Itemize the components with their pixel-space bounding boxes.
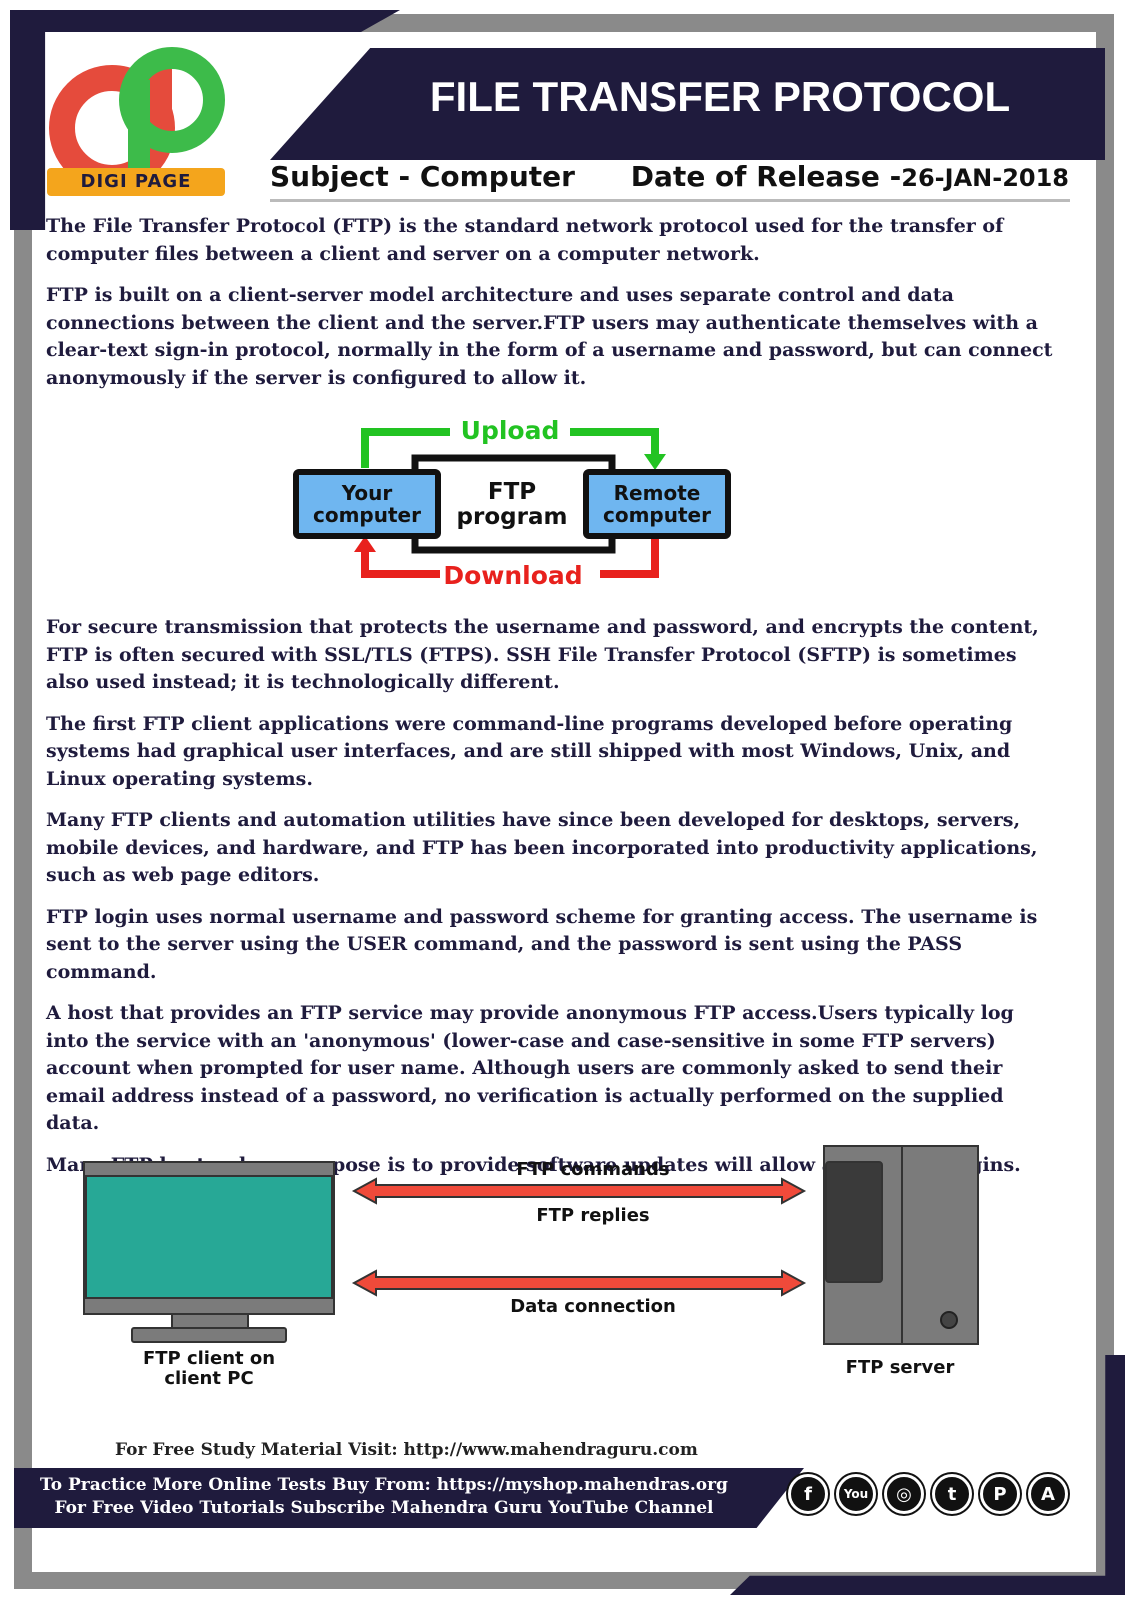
ftp-replies-label: FTP replies xyxy=(536,1205,649,1226)
download-label: Download xyxy=(443,561,582,590)
server-drive-bay xyxy=(825,1161,883,1283)
remote-computer-label-1: Remote xyxy=(614,481,701,505)
youtube-icon[interactable]: You xyxy=(836,1474,876,1514)
data-arrow xyxy=(351,1269,807,1297)
monitor-screen xyxy=(85,1175,333,1299)
upload-label: Upload xyxy=(461,416,560,445)
release-date: Date of Release -26-JAN-2018 xyxy=(631,160,1069,193)
social-icons: f You ◎ t P A xyxy=(788,1474,1068,1522)
subject-label: Subject - Computer xyxy=(270,160,575,193)
monitor-base xyxy=(131,1327,287,1343)
logo-badge: DIGI PAGE xyxy=(47,168,225,196)
download-arrowhead xyxy=(354,536,376,552)
paragraph: A host that provides an FTP service may … xyxy=(46,1002,1014,1134)
header-divider xyxy=(270,199,1070,202)
footer-band xyxy=(14,1468,804,1528)
ftp-commands-label: FTP commands xyxy=(516,1159,669,1180)
footer-line-shop[interactable]: To Practice More Online Tests Buy From: … xyxy=(40,1475,728,1495)
server-power-button xyxy=(940,1311,958,1329)
commands-arrow xyxy=(351,1177,807,1205)
ftp-program-label-1: FTP xyxy=(488,479,536,505)
footer-text: To Practice More Online Tests Buy From: … xyxy=(14,1474,754,1520)
ftp-program-bracket xyxy=(411,454,616,554)
footer-line-youtube[interactable]: For Free Video Tutorials Subscribe Mahen… xyxy=(54,1498,714,1518)
server-label: FTP server xyxy=(846,1357,955,1378)
remote-computer-label-2: computer xyxy=(603,503,711,527)
release-label: Date of Release - xyxy=(630,160,902,193)
paragraph: FTP login uses normal username and passw… xyxy=(46,905,1038,983)
release-date-value: 26-JAN-2018 xyxy=(901,164,1069,192)
twitter-icon[interactable]: t xyxy=(932,1474,972,1514)
your-computer-box xyxy=(293,469,441,539)
ftp-program-label-2: program xyxy=(457,504,568,530)
ftp-client-server-diagram: FTP client on client PC FTP commands FTP… xyxy=(83,1145,979,1389)
paragraph: For secure transmission that protects th… xyxy=(46,616,1039,693)
android-icon[interactable]: A xyxy=(1028,1474,1068,1514)
paragraph: FTP is built on a client-server model ar… xyxy=(46,284,1053,389)
paragraph: The File Transfer Protocol (FTP) is the … xyxy=(46,215,1004,265)
instagram-icon[interactable]: ◎ xyxy=(884,1474,924,1514)
paragraph: The first FTP client applications were c… xyxy=(46,712,1013,790)
study-material-link[interactable]: For Free Study Material Visit: http://ww… xyxy=(115,1440,698,1460)
pinterest-icon[interactable]: P xyxy=(980,1474,1020,1514)
remote-computer-box xyxy=(583,469,731,539)
page-title: FILE TRANSFER PROTOCOL xyxy=(429,73,1011,120)
your-computer-label-1: Your xyxy=(341,481,393,505)
client-label-2: client PC xyxy=(164,1368,253,1389)
download-arrow xyxy=(361,538,659,578)
paragraph: Many FTP clients and automation utilitie… xyxy=(46,809,1038,886)
facebook-icon[interactable]: f xyxy=(788,1474,828,1514)
article-body: The File Transfer Protocol (FTP) is the … xyxy=(46,213,1061,1193)
upload-arrow xyxy=(361,428,659,468)
monitor-neck xyxy=(171,1313,249,1329)
title-band xyxy=(270,48,1105,160)
client-label-1: FTP client on xyxy=(143,1348,275,1369)
data-connection-label: Data connection xyxy=(510,1296,676,1317)
your-computer-label-2: computer xyxy=(313,503,421,527)
upload-arrowhead xyxy=(644,454,666,470)
ftp-upload-download-diagram: Upload Download Your computer FTP progra… xyxy=(293,416,731,590)
